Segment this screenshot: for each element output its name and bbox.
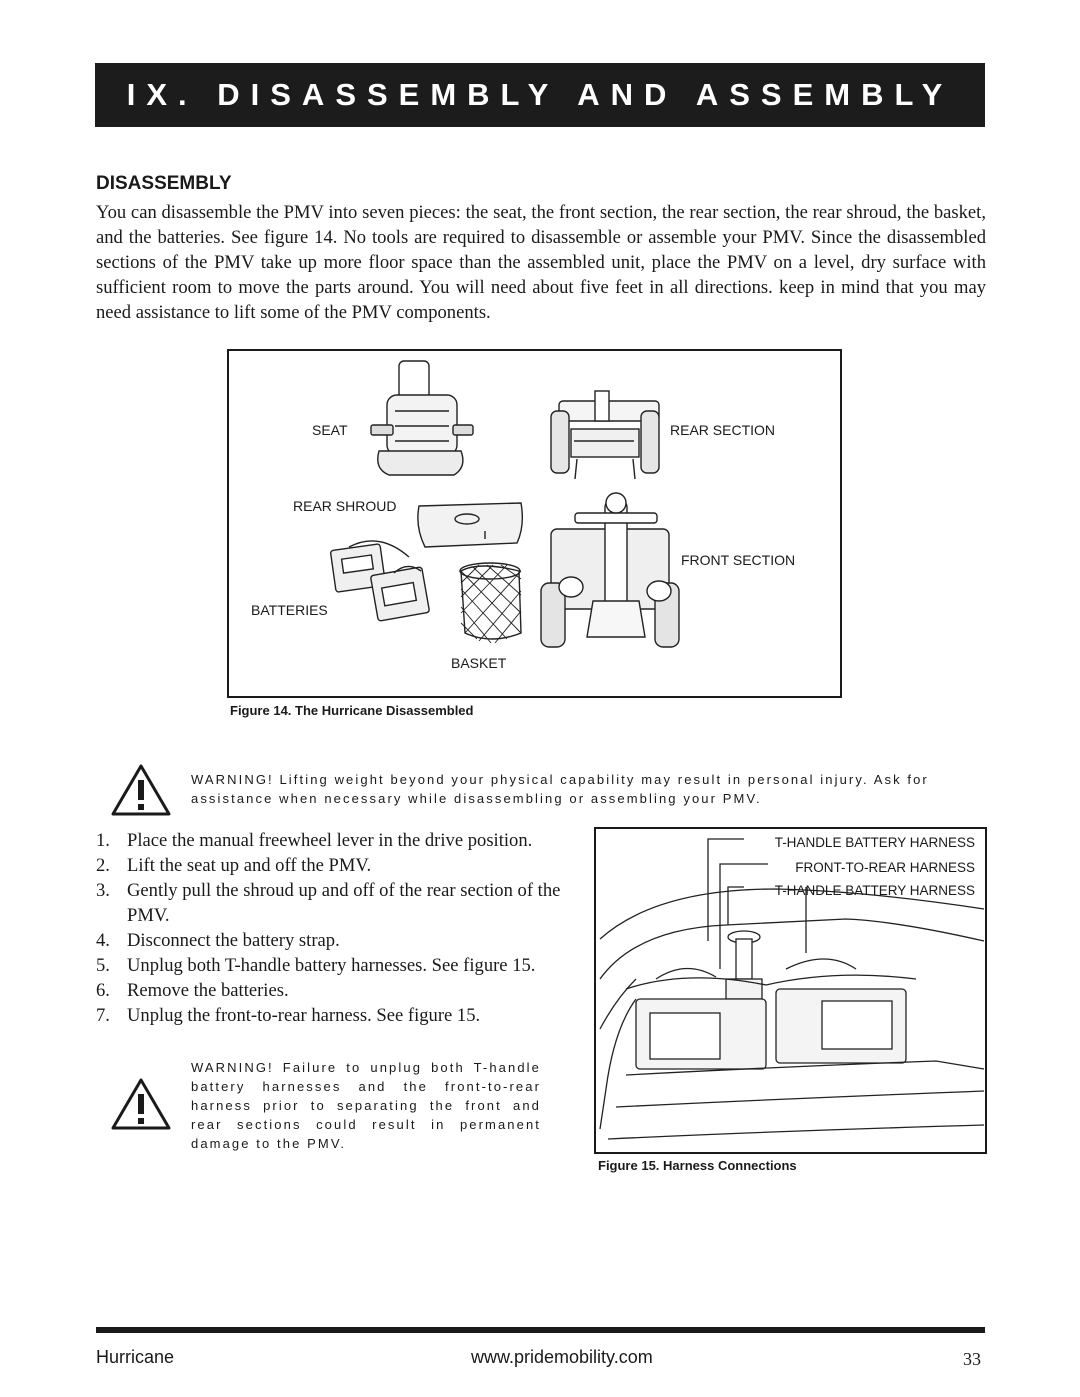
front-section-drawing	[540, 492, 680, 648]
label-t-handle-harness-2: T-HANDLE BATTERY HARNESS	[774, 883, 975, 898]
figure-14-caption: Figure 14. The Hurricane Disassembled	[230, 703, 474, 718]
label-front-section: FRONT SECTION	[681, 552, 796, 568]
warning-2-text: WARNING! Failure to unplug both T-handle…	[191, 1060, 541, 1151]
label-front-to-rear-harness: FRONT-TO-REAR HARNESS	[795, 860, 975, 875]
list-item: 7.Unplug the front-to-rear harness. See …	[96, 1005, 481, 1026]
label-rear-section: REAR SECTION	[670, 422, 776, 438]
rear-shroud-drawing	[417, 502, 524, 548]
list-item: 1.Place the manual freewheel lever in th…	[96, 830, 533, 851]
basket-drawing	[459, 562, 522, 644]
label-batteries: BATTERIES	[251, 602, 328, 618]
list-item: 6.Remove the batteries.	[96, 980, 289, 1001]
page-number: 33	[963, 1349, 981, 1369]
label-basket: BASKET	[451, 655, 507, 671]
warning-triangle-icon	[111, 1078, 171, 1130]
list-item: 5.Unplug both T-handle battery harnesses…	[96, 955, 536, 976]
rear-section-drawing	[550, 390, 660, 480]
label-rear-shroud: REAR SHROUD	[293, 498, 397, 514]
disassembled-pmv-illustration	[330, 360, 680, 648]
footer-product-name: Hurricane	[96, 1347, 175, 1367]
figure-15: T-HANDLE BATTERY HARNESS FRONT-TO-REAR H…	[594, 827, 987, 1154]
disassembly-steps: 1.Place the manual freewheel lever in th…	[96, 828, 576, 1028]
list-item: 2.Lift the seat up and off the PMV.	[96, 855, 372, 876]
intro-paragraph: You can disassemble the PMV into seven p…	[96, 202, 986, 323]
list-item: 4.Disconnect the battery strap.	[96, 930, 340, 951]
warning-1-text: WARNING! Lifting weight beyond your phys…	[191, 772, 929, 806]
figure-14: SEAT REAR SECTION REAR SHROUD FRONT SECT…	[227, 349, 842, 698]
list-item: 3.Gently pull the shroud up and off of t…	[96, 880, 561, 926]
disassembly-heading: DISASSEMBLY	[96, 173, 232, 194]
footer-rule	[96, 1327, 985, 1333]
warning-triangle-icon	[111, 764, 171, 816]
section-title: IX. DISASSEMBLY AND ASSEMBLY	[126, 77, 954, 112]
figure-15-caption: Figure 15. Harness Connections	[598, 1158, 797, 1173]
section-title-bar: IX. DISASSEMBLY AND ASSEMBLY	[95, 63, 985, 127]
label-t-handle-harness-1: T-HANDLE BATTERY HARNESS	[774, 835, 975, 850]
harness-connections-illustration	[599, 838, 985, 1140]
label-seat: SEAT	[312, 422, 348, 438]
seat-drawing	[370, 360, 474, 476]
batteries-drawing	[330, 540, 430, 622]
footer-website: www.pridemobility.com	[471, 1347, 653, 1367]
